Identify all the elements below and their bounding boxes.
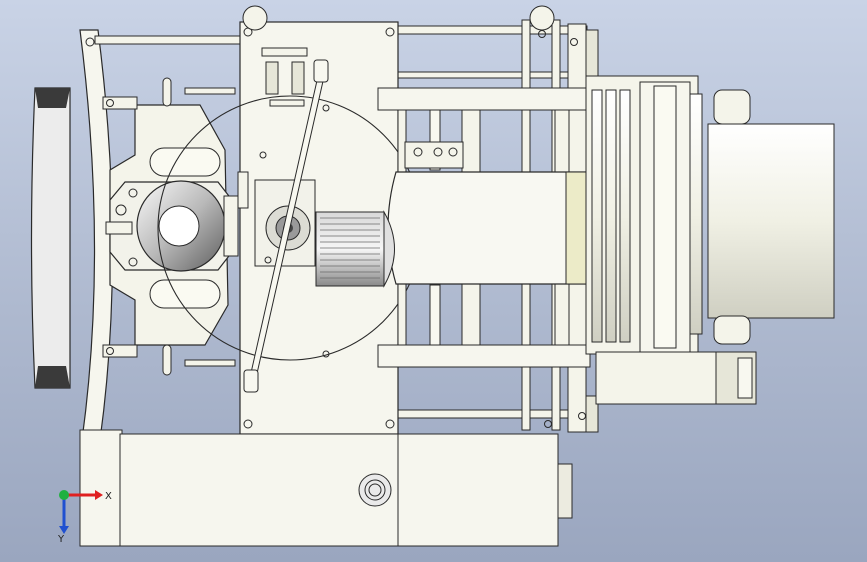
roller-icon (707, 89, 835, 345)
cone-clamp (105, 180, 239, 272)
top-slider (261, 47, 308, 107)
link-rod (243, 59, 329, 393)
y-axis-label: Y (57, 534, 65, 545)
z-axis-marker (59, 490, 69, 500)
x-axis-label: X (105, 491, 112, 502)
left-bumper (30, 87, 71, 389)
roller-stack (585, 75, 703, 355)
curved-arm (79, 29, 114, 441)
coordinate-triad: X Y (57, 490, 112, 545)
drive-block (595, 351, 757, 405)
bolt-icon (322, 30, 586, 428)
upper-bearing-block (404, 141, 464, 169)
motor-icon (315, 210, 395, 288)
tunnel-body (387, 171, 599, 285)
lower-housing (79, 429, 573, 547)
